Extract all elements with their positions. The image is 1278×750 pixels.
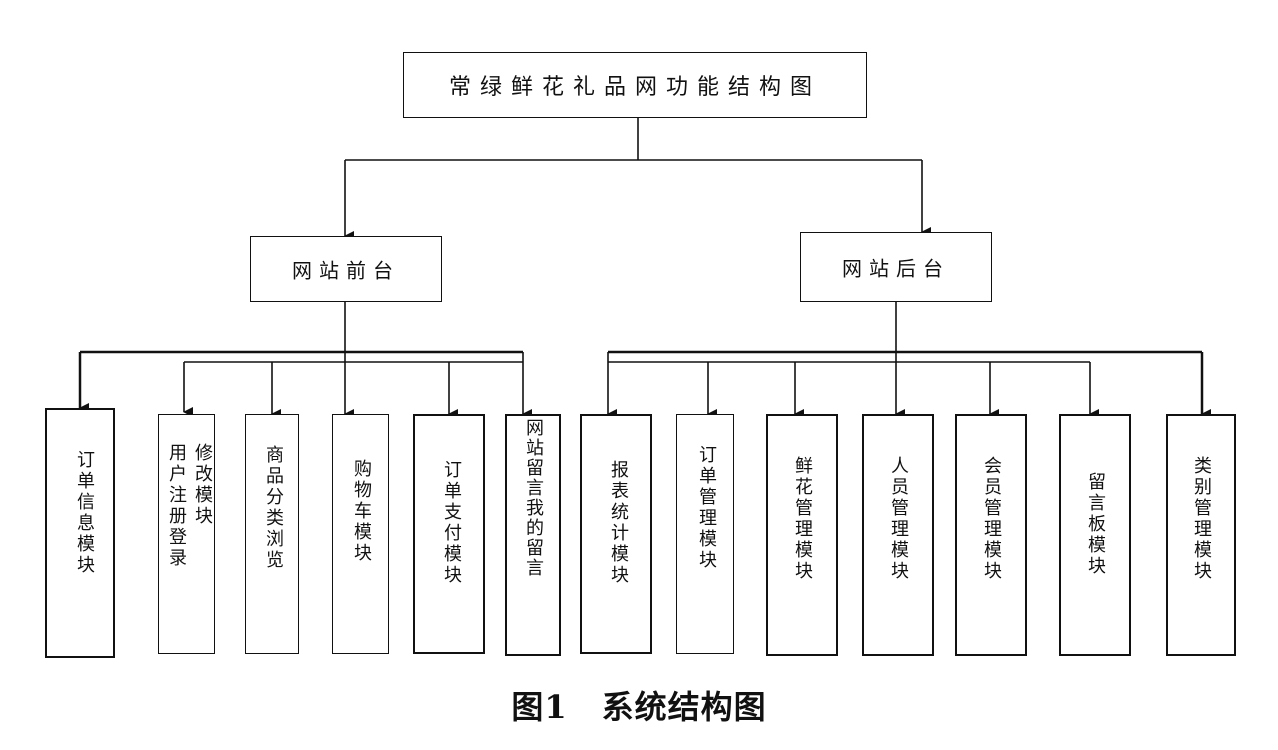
module-user-register: 修改模块 用户注册登录: [158, 414, 215, 654]
module-flower-manage: 鲜花管理模块: [766, 414, 838, 656]
module-label: 网站留言我的留言: [523, 418, 544, 578]
branch-front-label: 网站前台: [292, 258, 400, 283]
module-order-manage: 订单管理模块: [676, 414, 734, 654]
module-order-payment: 订单支付模块: [413, 414, 485, 654]
module-label-line1: 修改模块: [192, 443, 213, 527]
module-label: 订单管理模块: [696, 445, 717, 571]
module-label: 商品分类浏览: [263, 445, 284, 571]
module-report-stats: 报表统计模块: [580, 414, 652, 654]
module-category-manage: 类别管理模块: [1166, 414, 1236, 656]
module-label: 报表统计模块: [608, 460, 629, 586]
figure-caption: 图1 系统结构图: [0, 682, 1278, 728]
module-label: 订单支付模块: [441, 460, 462, 586]
branch-back-label: 网站后台: [842, 256, 950, 281]
root-label: 常绿鲜花礼品网功能结构图: [448, 75, 821, 100]
root-node: 常绿鲜花礼品网功能结构图: [403, 52, 867, 118]
branch-back-node: 网站后台: [800, 232, 992, 302]
module-order-info: 订单信息模块: [45, 408, 115, 658]
branch-front-node: 网站前台: [250, 236, 442, 302]
module-label: 类别管理模块: [1191, 456, 1212, 582]
module-cart: 购物车模块: [332, 414, 389, 654]
module-label: 订单信息模块: [74, 450, 95, 576]
module-label: 鲜花管理模块: [792, 456, 813, 582]
module-label: 留言板模块: [1085, 472, 1106, 577]
module-label: 人员管理模块: [888, 456, 909, 582]
figure-number: 图1: [511, 688, 568, 726]
figure-title: 系统结构图: [601, 688, 767, 726]
module-label-line2: 用户注册登录: [166, 443, 187, 569]
module-label: 购物车模块: [351, 459, 372, 564]
module-member-manage: 会员管理模块: [955, 414, 1027, 656]
module-staff-manage: 人员管理模块: [862, 414, 934, 656]
module-category-browse: 商品分类浏览: [245, 414, 299, 654]
module-site-messages: 网站留言我的留言: [505, 414, 561, 656]
module-label: 会员管理模块: [981, 456, 1002, 582]
module-message-board: 留言板模块: [1059, 414, 1131, 656]
